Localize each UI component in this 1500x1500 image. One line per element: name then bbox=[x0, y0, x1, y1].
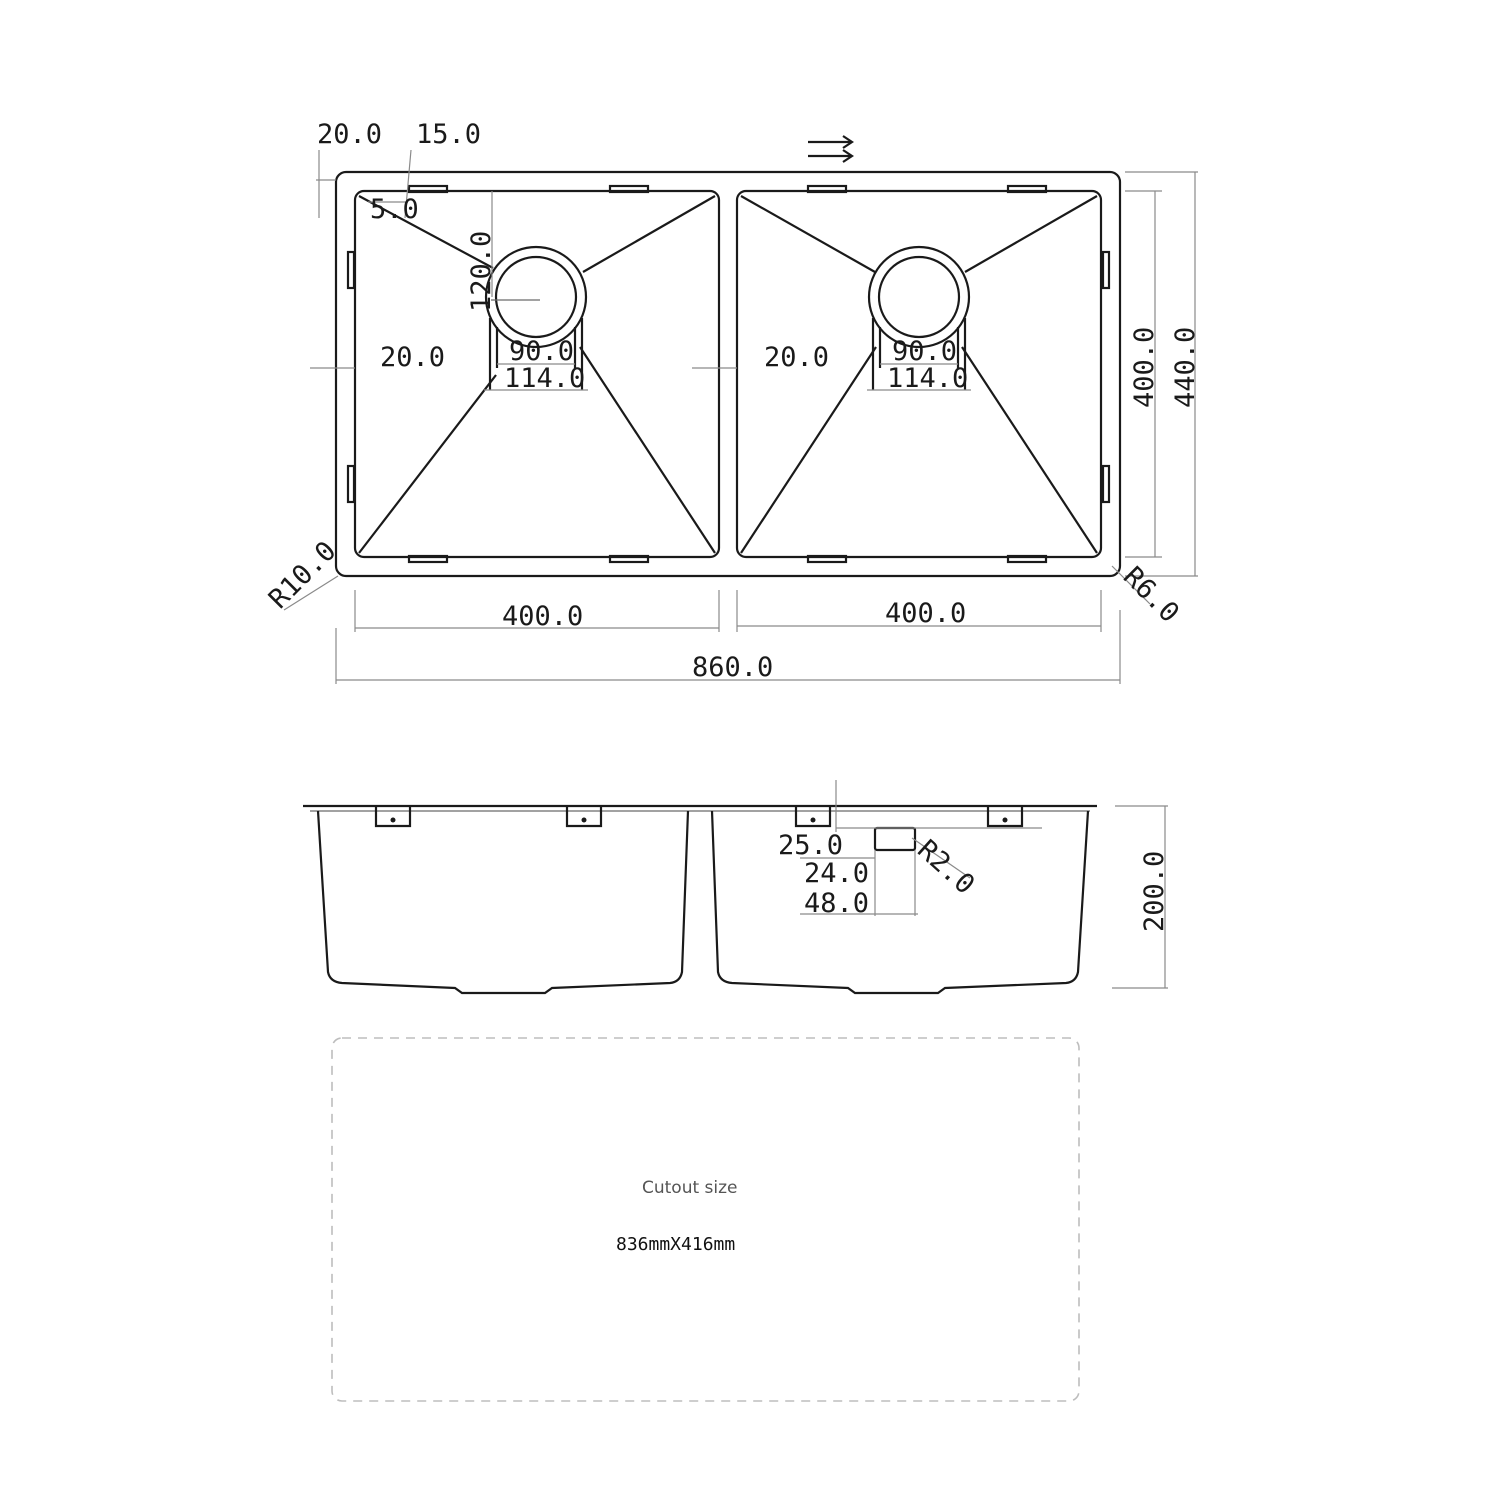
dim-drain-outer-left: 114.0 bbox=[504, 363, 585, 394]
dim-radius-right: R6.0 bbox=[1117, 561, 1185, 629]
side-right-bowl bbox=[710, 810, 1090, 995]
side-ledge-detail bbox=[873, 826, 917, 852]
left-drain bbox=[358, 195, 716, 554]
dim-ledge-width: 48.0 bbox=[804, 888, 869, 919]
dim-ledge-depth: 24.0 bbox=[804, 858, 869, 889]
dim-bowl-gap-left: 20.0 bbox=[380, 342, 445, 373]
direction-arrows-icon bbox=[808, 135, 854, 163]
cutout-template: Cutout size 836mmX416mm bbox=[331, 1037, 1080, 1402]
left-bowl-outline bbox=[353, 189, 721, 559]
dim-bowl-gap-right: 20.0 bbox=[764, 342, 829, 373]
dim-radius-left: R10.0 bbox=[263, 536, 342, 615]
right-bowl-outline bbox=[735, 189, 1103, 559]
top-view-dimension-lines bbox=[283, 149, 1198, 684]
dim-ledge-height: 25.0 bbox=[778, 830, 843, 861]
cutout-outline bbox=[331, 1037, 1080, 1402]
dim-drain-outer-right: 114.0 bbox=[887, 363, 968, 394]
top-view: 20.0 15.0 5.0 120.0 20.0 20.0 90.0 114.0… bbox=[263, 119, 1201, 684]
side-view: 25.0 24.0 48.0 R2.0 200.0 bbox=[303, 780, 1170, 995]
side-view-dimension-lines bbox=[800, 780, 1168, 989]
right-drain bbox=[740, 195, 1098, 554]
dim-drain-inner-left: 90.0 bbox=[509, 336, 574, 367]
sink-outer-outline bbox=[334, 170, 1122, 578]
dim-bowl-width-right: 400.0 bbox=[885, 598, 966, 629]
dim-corner-offset: 5.0 bbox=[370, 194, 419, 225]
dim-drain-inner-right: 90.0 bbox=[892, 336, 957, 367]
mounting-clips bbox=[346, 184, 1111, 564]
cutout-caption: Cutout size bbox=[642, 1178, 738, 1198]
dim-overall-width: 860.0 bbox=[692, 652, 773, 683]
dim-bowl-height: 400.0 bbox=[1129, 327, 1160, 408]
side-left-bowl bbox=[316, 810, 690, 995]
dim-depth: 200.0 bbox=[1139, 851, 1170, 932]
dim-flange-top: 15.0 bbox=[416, 119, 481, 150]
dim-overall-height: 440.0 bbox=[1170, 327, 1201, 408]
dim-drain-offset: 120.0 bbox=[466, 231, 497, 312]
cutout-size: 836mmX416mm bbox=[616, 1234, 735, 1255]
dim-bowl-width-left: 400.0 bbox=[502, 601, 583, 632]
side-clips bbox=[374, 806, 1024, 828]
dim-flange-left: 20.0 bbox=[317, 119, 382, 150]
